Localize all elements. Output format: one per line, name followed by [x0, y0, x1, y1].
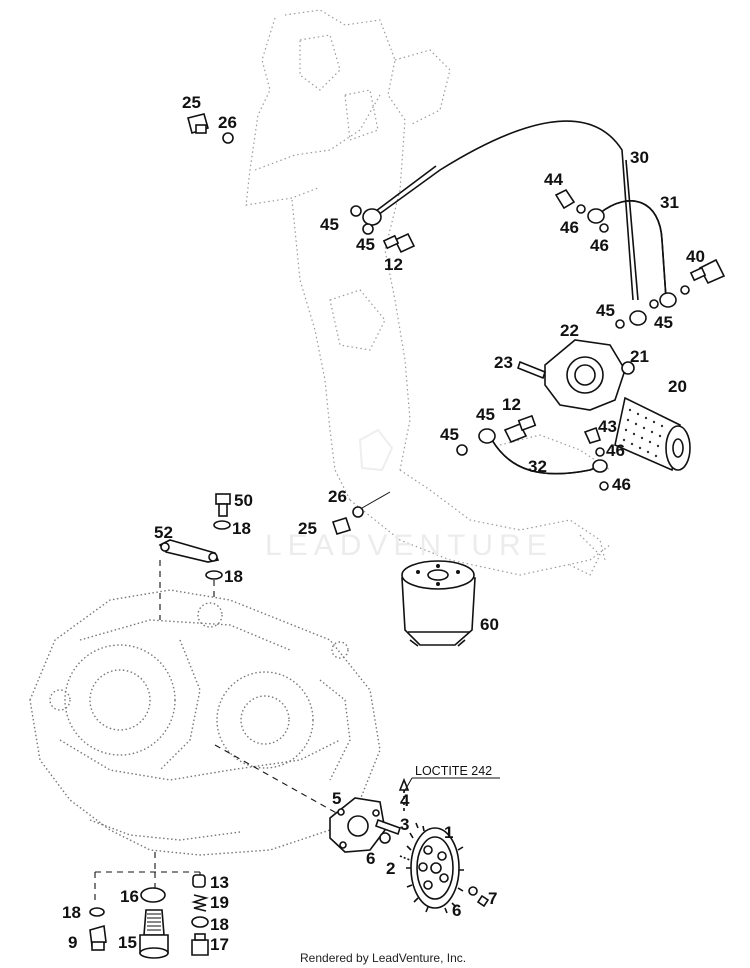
- callout-5: 5: [332, 789, 341, 808]
- callout-43: 43: [598, 417, 617, 436]
- callout-45: 45: [654, 313, 673, 332]
- callout-3: 3: [400, 815, 409, 834]
- loctite-label: LOCTITE 242: [415, 764, 492, 778]
- drain-plug-mid: [331, 491, 391, 535]
- pump-leader-line: [214, 744, 341, 816]
- callout-18: 18: [62, 903, 81, 922]
- filter-element: [614, 396, 691, 472]
- callout-7: 7: [488, 889, 497, 908]
- callout-52: 52: [154, 523, 173, 542]
- callout-32: 32: [528, 457, 547, 476]
- callout-26: 26: [218, 113, 237, 132]
- callout-18: 18: [224, 567, 243, 586]
- render-credit: Rendered by LeadVenture, Inc.: [300, 951, 466, 965]
- engine-outline: [29, 589, 381, 856]
- callout-23: 23: [494, 353, 513, 372]
- part-callouts: 25 26 45 45 12 30 44 46 46 31 40 45 45 2…: [62, 93, 705, 954]
- callout-6: 6: [366, 849, 375, 868]
- callout-60: 60: [480, 615, 499, 634]
- callout-25: 25: [182, 93, 201, 112]
- oil-line-32: [456, 414, 609, 491]
- loctite-note: LOCTITE 242: [403, 764, 500, 793]
- callout-44: 44: [544, 170, 563, 189]
- oil-filter-60: [401, 560, 476, 647]
- watermark: LEADVENTURE: [265, 428, 553, 562]
- callout-9: 9: [68, 933, 77, 952]
- callout-45: 45: [596, 301, 615, 320]
- callout-22: 22: [560, 321, 579, 340]
- callout-6: 6: [452, 901, 461, 920]
- callout-20: 20: [668, 377, 687, 396]
- oil-line-31: [554, 188, 726, 329]
- callout-16: 16: [120, 887, 139, 906]
- callout-21: 21: [630, 347, 649, 366]
- callout-45: 45: [476, 405, 495, 424]
- oil-pump-housing: [329, 777, 410, 853]
- callout-15: 15: [118, 933, 137, 952]
- callout-1: 1: [444, 823, 453, 842]
- banjo-fitting-upper: [350, 205, 416, 254]
- lower-drain-parts: [89, 852, 209, 959]
- callout-30: 30: [630, 148, 649, 167]
- filter-cover: [517, 339, 635, 411]
- callout-46: 46: [606, 441, 625, 460]
- callout-45: 45: [320, 215, 339, 234]
- drain-plug-top: [187, 113, 234, 144]
- oil-line-30: [375, 120, 639, 301]
- callout-4: 4: [400, 791, 410, 810]
- callout-45: 45: [356, 235, 375, 254]
- callout-45: 45: [440, 425, 459, 444]
- callout-50: 50: [234, 491, 253, 510]
- callout-46: 46: [590, 236, 609, 255]
- callout-19: 19: [210, 893, 229, 912]
- oil-pump-gear: [399, 822, 490, 914]
- callout-46: 46: [560, 218, 579, 237]
- callout-12: 12: [384, 255, 403, 274]
- callout-18: 18: [232, 519, 251, 538]
- callout-25: 25: [298, 519, 317, 538]
- frame-outline: [245, 9, 611, 576]
- bolt-and-link-52: [158, 493, 231, 620]
- callout-17: 17: [210, 935, 229, 954]
- callout-46: 46: [612, 475, 631, 494]
- callout-26: 26: [328, 487, 347, 506]
- callout-18: 18: [210, 915, 229, 934]
- callout-2: 2: [386, 859, 395, 878]
- callout-12: 12: [502, 395, 521, 414]
- callout-31: 31: [660, 193, 679, 212]
- watermark-text: LEADVENTURE: [265, 529, 553, 562]
- callout-40: 40: [686, 247, 705, 266]
- callout-13: 13: [210, 873, 229, 892]
